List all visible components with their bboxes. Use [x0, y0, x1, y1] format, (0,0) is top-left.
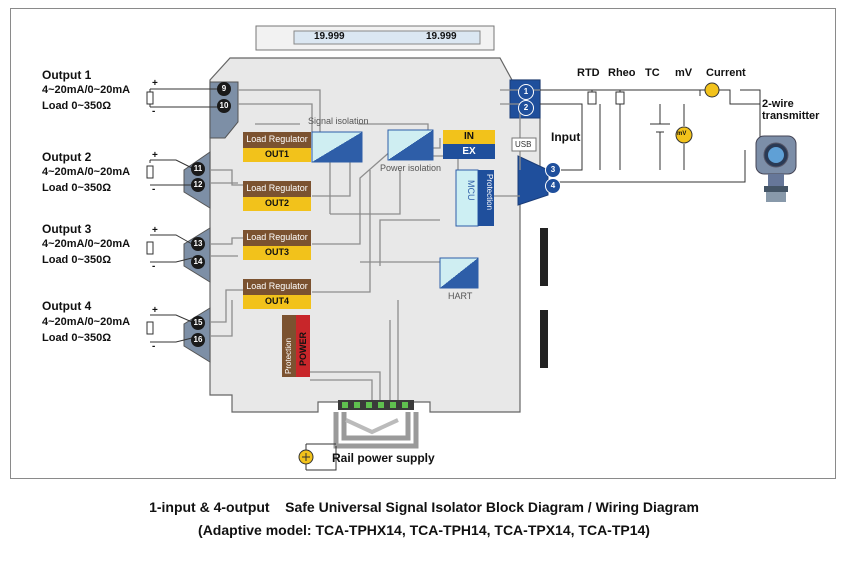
hart-block: [439, 257, 479, 289]
power-isolation-block: [387, 129, 434, 161]
caption-line-1: 1-input & 4-output Safe Universal Signal…: [149, 499, 699, 515]
sensor-tc-label: TC: [645, 67, 660, 79]
polarity-plus-4: +: [152, 305, 158, 316]
din-rail-connector: [338, 400, 414, 410]
terminal-4: 4: [545, 178, 561, 194]
terminal-10: 10: [217, 99, 231, 113]
din-rail-bracket: [333, 412, 419, 449]
output-4-title: Output 4: [42, 299, 92, 313]
terminal-13: 13: [191, 237, 205, 251]
caption-line-2: (Adaptive model: TCA-TPHX14, TCA-TPH14, …: [198, 522, 650, 538]
mcu-label: MCU: [466, 180, 476, 201]
sensor-rheo-label: Rheo: [608, 67, 636, 79]
display-left-value: 19.999: [314, 31, 345, 42]
signal-isolation-label: Signal isolation: [308, 116, 369, 126]
input-protection-label: Protection: [485, 174, 494, 211]
polarity-minus-1: -: [152, 106, 156, 117]
transmitter-label: 2-wire transmitter: [762, 98, 820, 122]
usb-label: USB: [515, 140, 532, 149]
rail-power-supply-label: Rail power supply: [332, 451, 435, 465]
side-panel-lower: [540, 310, 548, 368]
regulator-1-out: OUT1: [264, 149, 289, 159]
in-block: [443, 130, 495, 144]
output-1-signal: 4~20mA/0~20mA: [42, 84, 131, 96]
terminal-9: 9: [217, 82, 231, 96]
power-protection-block: [282, 315, 296, 377]
regulator-2-label: Load Regulator: [246, 183, 308, 193]
side-panel-upper: [540, 228, 548, 286]
power-block: [296, 315, 310, 377]
rail-power-supply-symbol: [298, 443, 337, 471]
hart-label: HART: [448, 291, 473, 301]
regulator-1-label: Load Regulator: [246, 134, 308, 144]
output-1-load: Load 0~350Ω: [42, 100, 112, 112]
usb-port: [511, 137, 537, 152]
polarity-plus-3: +: [152, 225, 158, 236]
current-source-icon: [704, 82, 720, 98]
output-2-load: Load 0~350Ω: [42, 182, 112, 194]
input-protection-block: [478, 170, 494, 226]
output-3-title: Output 3: [42, 222, 92, 236]
display-right-value: 19.999: [426, 31, 457, 42]
terminal-2: 2: [518, 100, 534, 116]
regulator-4-label: Load Regulator: [246, 281, 308, 291]
input-label: Input: [551, 130, 581, 144]
terminal-12: 12: [191, 178, 205, 192]
terminal-16: 16: [191, 333, 205, 347]
load-regulator-3: [243, 230, 311, 260]
signal-isolation-block: [311, 131, 363, 163]
mv-source-icon: [675, 126, 693, 144]
regulator-3-out: OUT3: [264, 247, 289, 257]
input-field-wiring: [540, 89, 761, 183]
terminal-plate-input-bottom: [517, 155, 549, 206]
load-regulator-2: [243, 181, 311, 211]
polarity-plus-1: +: [152, 78, 158, 89]
polarity-minus-2: -: [152, 184, 156, 195]
output-loads: [146, 88, 218, 343]
power-label: POWER: [298, 331, 308, 366]
regulator-2-out: OUT2: [264, 198, 289, 208]
output-2-title: Output 2: [42, 150, 92, 164]
output-2-signal: 4~20mA/0~20mA: [42, 166, 131, 178]
mv-symbol-label: mV: [677, 131, 687, 137]
power-protection-label: Protection: [284, 337, 293, 374]
load-regulator-1: [243, 132, 311, 162]
polarity-plus-2: +: [152, 150, 158, 161]
terminal-11: 11: [191, 162, 205, 176]
in-label: IN: [464, 131, 474, 142]
terminal-14: 14: [191, 255, 205, 269]
sensor-mv-label: mV: [675, 67, 693, 79]
output-1-title: Output 1: [42, 68, 92, 82]
transmitter-device-icon: [755, 135, 797, 202]
regulator-3-label: Load Regulator: [246, 232, 308, 242]
load-regulator-4: [243, 279, 311, 309]
ex-label: EX: [462, 146, 476, 157]
din-rail-trace: [345, 418, 399, 435]
output-3-signal: 4~20mA/0~20mA: [42, 238, 131, 250]
sensor-rtd-label: RTD: [577, 67, 600, 79]
output-4-load: Load 0~350Ω: [42, 332, 112, 344]
display-screen: [293, 30, 481, 45]
output-4-signal: 4~20mA/0~20mA: [42, 316, 131, 328]
terminal-3: 3: [545, 162, 561, 178]
sensor-current-label: Current: [706, 67, 746, 79]
polarity-minus-3: -: [152, 261, 156, 272]
diagram-frame: [10, 8, 836, 479]
terminal-15: 15: [191, 316, 205, 330]
ex-block: [443, 144, 495, 159]
din-rail-pins: [342, 402, 408, 408]
terminal-1: 1: [518, 84, 534, 100]
output-3-load: Load 0~350Ω: [42, 254, 112, 266]
power-isolation-label: Power isolation: [380, 163, 442, 173]
polarity-minus-4: -: [152, 341, 156, 352]
regulator-4-out: OUT4: [264, 296, 289, 306]
